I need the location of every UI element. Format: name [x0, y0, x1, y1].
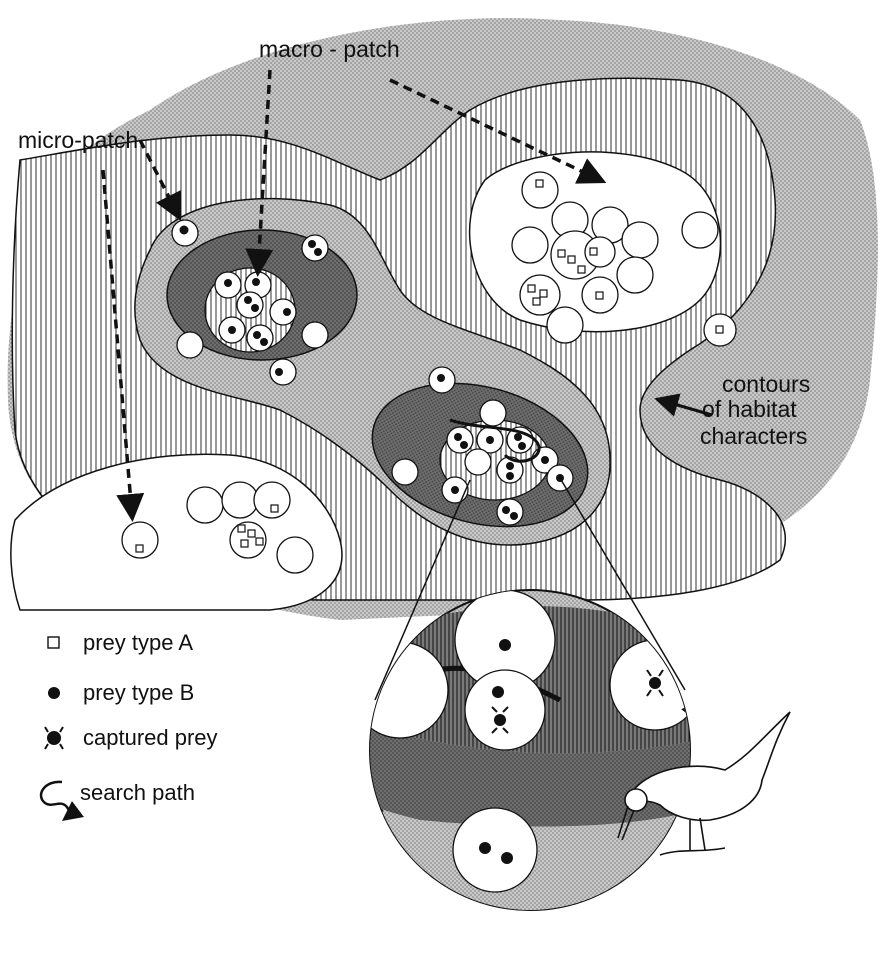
legend: prey type A prey type B captured prey se…: [41, 630, 218, 818]
legend-symbol-search-path: [41, 782, 69, 818]
label-micro-patch: micro-patch: [18, 127, 138, 153]
legend-symbol-prey-type-b: [48, 687, 60, 699]
label-contours-line1: contours: [722, 371, 810, 397]
legend-label-search-path: search path: [80, 780, 195, 805]
label-macro-patch: macro - patch: [259, 36, 400, 62]
label-contours-line3: characters: [700, 423, 807, 449]
legend-symbol-prey-type-a: [48, 637, 59, 648]
legend-label-prey-type-a: prey type A: [83, 630, 193, 655]
legend-symbol-captured-prey: [45, 727, 63, 749]
label-contours-line2: of habitat: [702, 396, 797, 422]
legend-label-captured-prey: captured prey: [83, 725, 218, 750]
legend-label-prey-type-b: prey type B: [83, 680, 194, 705]
